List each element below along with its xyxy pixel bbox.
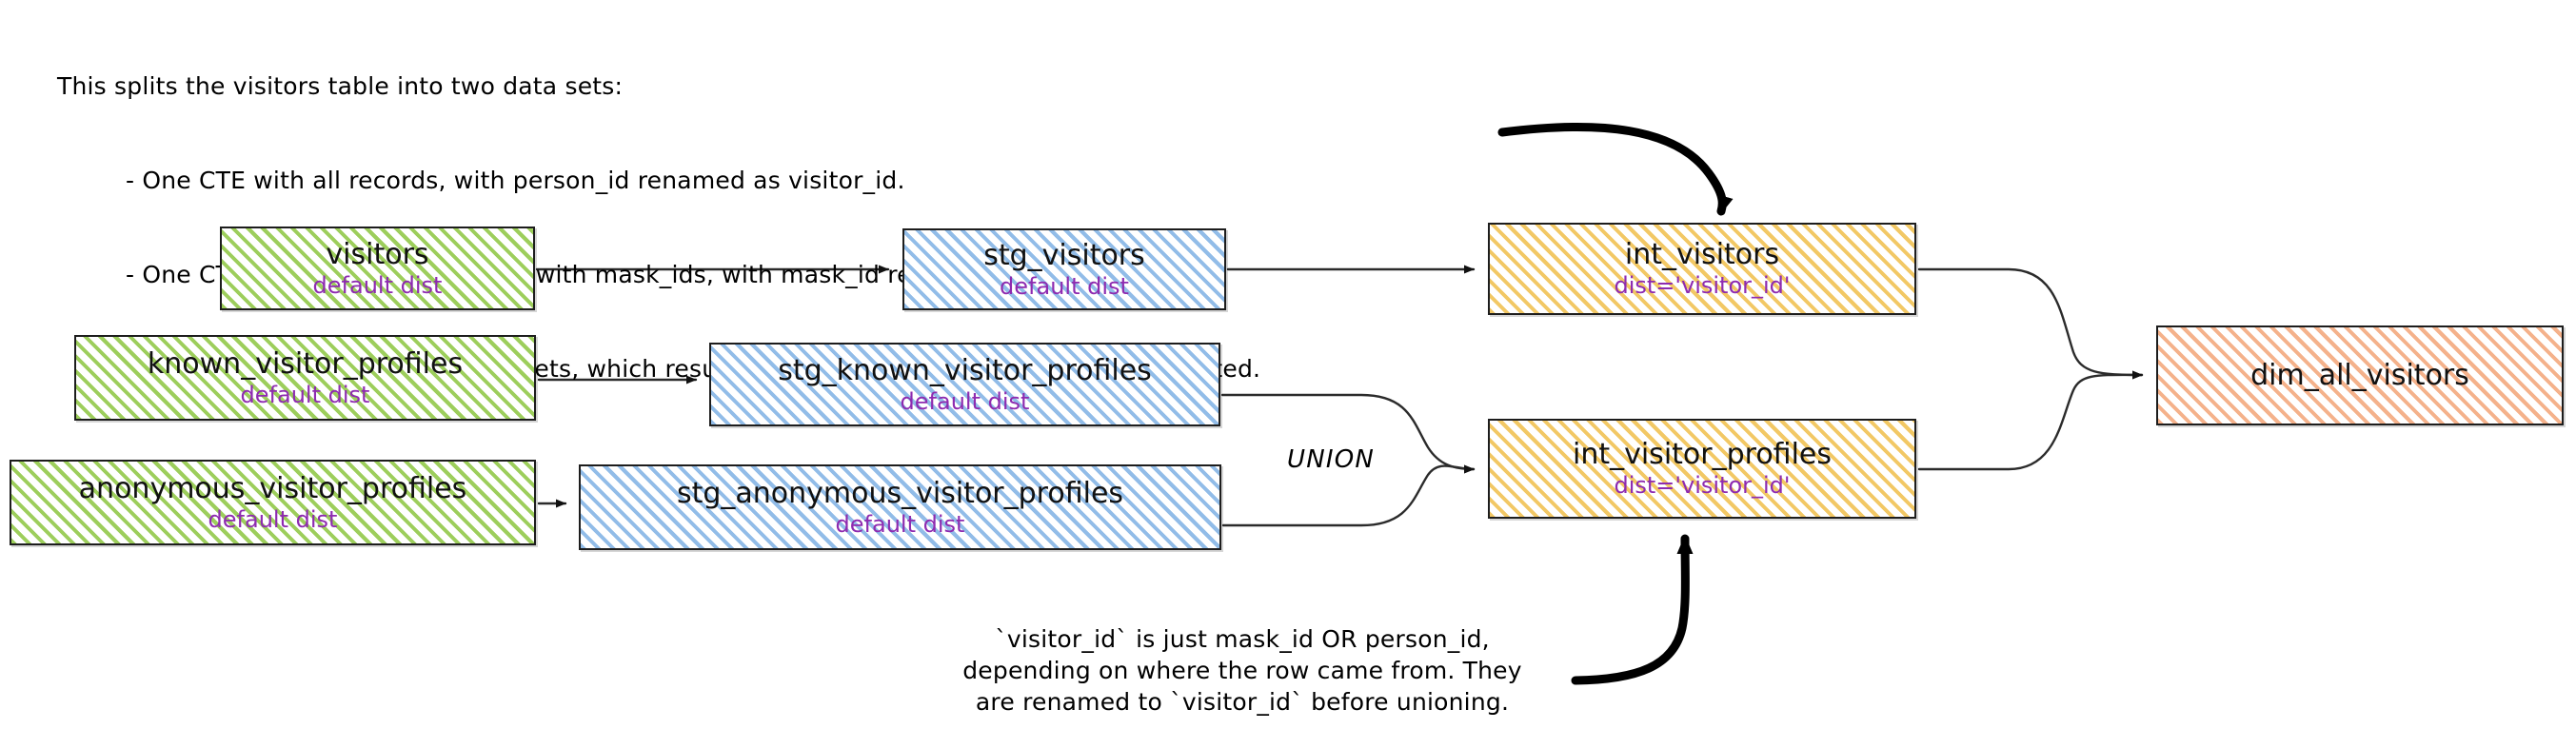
node-known-visitor-profiles-title: known_visitor_profiles [147, 346, 464, 381]
node-stg-visitors-title: stg_visitors [983, 238, 1145, 272]
pointer-bottom-note-to-int-visitor-profiles [1571, 534, 1694, 685]
node-int-visitor-profiles-dist: dist='visitor_id' [1614, 472, 1791, 499]
node-visitors[interactable]: visitors default dist [220, 227, 535, 310]
node-anonymous-visitor-profiles-dist: default dist [208, 505, 338, 533]
node-visitors-title: visitors [326, 237, 429, 271]
top-annotation-line-1: This splits the visitors table into two … [57, 72, 624, 100]
bottom-annotation-line-1: `visitor_id` is just mask_id OR person_i… [995, 625, 1490, 653]
top-annotation-line-2: - One CTE with all records, with person_… [126, 167, 905, 194]
node-stg-anonymous-visitor-profiles-title: stg_anonymous_visitor_profiles [676, 476, 1124, 510]
node-visitors-dist: default dist [312, 271, 443, 299]
node-stg-visitors[interactable]: stg_visitors default dist [902, 228, 1226, 310]
node-known-visitor-profiles[interactable]: known_visitor_profiles default dist [74, 335, 536, 421]
node-stg-known-visitor-profiles-title: stg_known_visitor_profiles [778, 353, 1152, 387]
union-label: UNION [1287, 445, 1376, 474]
node-int-visitor-profiles-title: int_visitor_profiles [1572, 438, 1832, 471]
node-known-visitor-profiles-dist: default dist [240, 381, 370, 408]
pointer-top-note-to-int-visitors [1497, 122, 1734, 216]
node-int-visitors-dist: dist='visitor_id' [1614, 272, 1791, 299]
node-stg-anonymous-visitor-profiles-dist: default dist [835, 510, 965, 538]
bottom-annotation: `visitor_id` is just mask_id OR person_i… [938, 623, 1547, 718]
node-int-visitors[interactable]: int_visitors dist='visitor_id' [1488, 223, 1916, 315]
node-stg-known-visitor-profiles[interactable]: stg_known_visitor_profiles default dist [709, 343, 1220, 426]
node-anonymous-visitor-profiles[interactable]: anonymous_visitor_profiles default dist [10, 460, 536, 545]
bottom-annotation-line-2: depending on where the row came from. Th… [962, 657, 1522, 684]
node-dim-all-visitors-title: dim_all_visitors [2250, 358, 2469, 392]
edge-stg-anonymous-to-int-visitor-profiles [1221, 464, 1476, 527]
node-stg-visitors-dist: default dist [1000, 272, 1129, 300]
node-int-visitors-title: int_visitors [1624, 238, 1780, 271]
node-dim-all-visitors[interactable]: dim_all_visitors [2156, 325, 2564, 425]
node-stg-known-visitor-profiles-dist: default dist [900, 387, 1030, 415]
node-int-visitor-profiles[interactable]: int_visitor_profiles dist='visitor_id' [1488, 419, 1916, 519]
edge-int-visitor-profiles-to-dim [1917, 370, 2144, 471]
bottom-annotation-line-3: are renamed to `visitor_id` before union… [975, 688, 1510, 716]
edge-int-visitors-to-dim [1917, 267, 2144, 380]
node-anonymous-visitor-profiles-title: anonymous_visitor_profiles [78, 471, 467, 505]
node-stg-anonymous-visitor-profiles[interactable]: stg_anonymous_visitor_profiles default d… [579, 464, 1221, 550]
